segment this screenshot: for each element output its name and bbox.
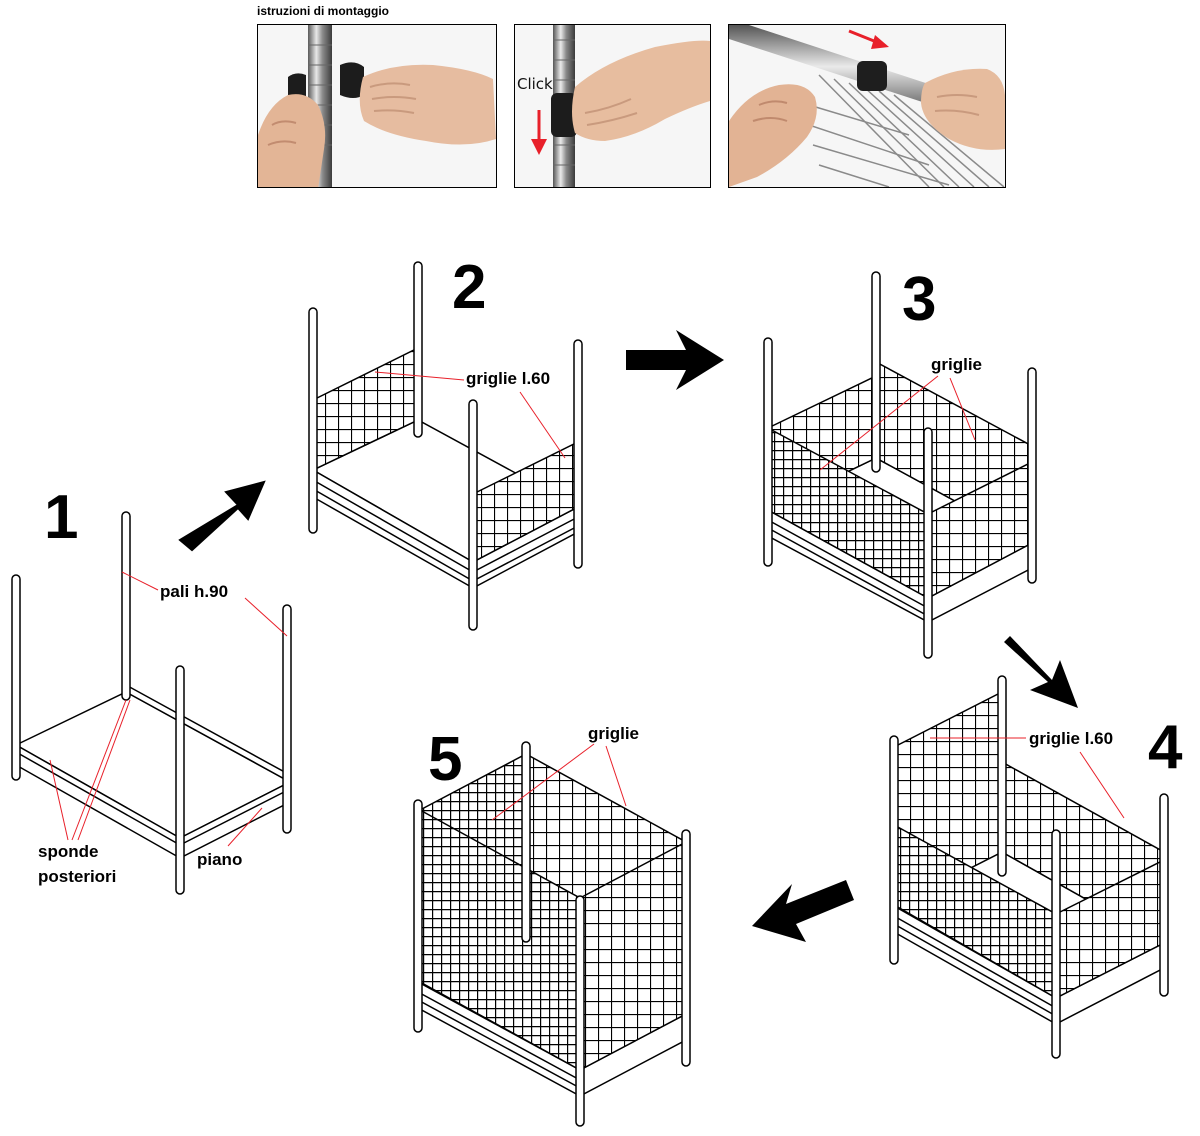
pali-label: pali h.90	[160, 582, 228, 601]
down-arrow-head-icon	[531, 139, 547, 155]
griglie-step4-leader-2	[1079, 751, 1125, 819]
photo-insert-shelf	[728, 24, 1006, 188]
photo-click-clip: Click	[514, 24, 711, 188]
griglie-l60-step2-label: griglie l.60	[466, 369, 550, 388]
sponde-leader-2	[77, 699, 131, 841]
step-3-number: 3	[902, 265, 936, 334]
step-1-frame	[11, 511, 292, 895]
right-arrow-head-photo-icon	[871, 35, 889, 49]
griglie-step2-leader-2	[519, 391, 566, 459]
step-5-frame	[413, 741, 691, 1127]
griglie-step5-leader-1	[491, 743, 595, 821]
griglie-step5-label: griglie	[588, 724, 639, 743]
sponde-leader-3	[49, 759, 69, 841]
step-4-number: 4	[1148, 713, 1183, 782]
griglie-l60-step4-label: griglie l.60	[1029, 729, 1113, 748]
step-5-number: 5	[428, 725, 462, 794]
griglie-step3-leader-2	[949, 377, 976, 441]
pali-leader-1	[121, 571, 159, 591]
arrow-2-to-3-icon	[626, 330, 724, 390]
photo-attach-clips	[257, 24, 497, 188]
step-3-frame	[763, 271, 1037, 659]
sponde-leader-1	[71, 699, 127, 841]
step-1-number: 1	[44, 483, 78, 552]
griglie-step5-leader-2	[605, 745, 627, 807]
step-2-number: 2	[452, 253, 486, 322]
piano-leader	[227, 807, 263, 847]
griglie-step2-leader-1	[374, 371, 465, 381]
arrow-1-to-2-icon	[178, 480, 266, 552]
piano-label: piano	[197, 850, 242, 869]
instructions-title: istruzioni di montaggio	[257, 4, 389, 18]
step-4-frame	[889, 675, 1169, 1059]
click-label: Click	[517, 75, 553, 93]
sponde-label-line2: posteriori	[38, 867, 116, 886]
sponde-label-line1: sponde	[38, 842, 98, 861]
arrow-3-to-4-icon	[1004, 636, 1078, 708]
arrow-4-to-5-icon	[752, 880, 854, 942]
griglie-step3-leader-1	[819, 375, 939, 471]
griglie-step3-label: griglie	[931, 355, 982, 374]
step-2-frame	[308, 261, 583, 631]
pali-leader-2	[244, 597, 288, 637]
